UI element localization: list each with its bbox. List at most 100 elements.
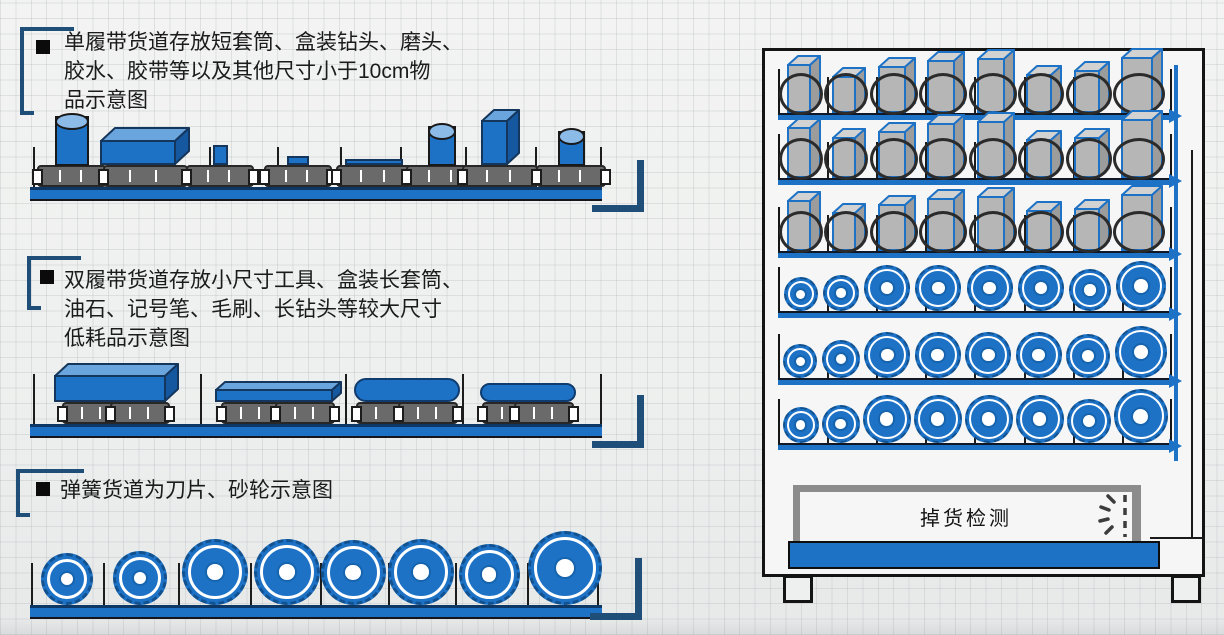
grinding-wheel-icon xyxy=(913,395,962,443)
wheel-center-hole xyxy=(880,348,894,362)
carriage-clip xyxy=(270,406,281,422)
grinding-wheel-icon xyxy=(1066,399,1111,443)
shelf-end-post xyxy=(1170,399,1172,443)
corner-bracket-3 xyxy=(16,469,84,517)
carriage-tick xyxy=(382,170,385,182)
wheel-center-hole xyxy=(1084,284,1096,296)
shelf-box-item xyxy=(1065,128,1112,180)
shelf-wheel-cell xyxy=(966,265,1013,311)
channel-divider xyxy=(388,563,390,605)
carriage-clip xyxy=(509,406,520,422)
shelf-rail xyxy=(778,311,1171,318)
grinding-wheel-icon xyxy=(1066,334,1111,378)
shelf-box-item xyxy=(869,122,918,180)
shelf-box-item xyxy=(1113,48,1166,115)
channel-divider xyxy=(527,563,529,605)
wheel-highlight-ring xyxy=(787,281,814,307)
grinding-wheel-icon xyxy=(1113,389,1168,443)
shelf-wheel-cell xyxy=(913,395,962,443)
inner-guide-line-horizontal xyxy=(1150,537,1205,539)
belt-carriage xyxy=(259,165,337,187)
conveyor-rail xyxy=(30,605,602,619)
shelf-arrow-head xyxy=(1169,174,1182,188)
coil-ring-icon xyxy=(778,211,823,253)
wheel-highlight-ring xyxy=(918,336,957,374)
arrow-collector-line xyxy=(1174,65,1178,461)
coil-ring-icon xyxy=(1065,73,1112,115)
shelf-wheel-cell xyxy=(1116,261,1167,311)
wheel-center-hole xyxy=(880,281,894,295)
note-single-belt: 单履带货道存放短套筒、盒装钻头、磨头、 胶水、胶带等以及其他尺寸小于10cm物 … xyxy=(64,31,463,112)
shelf-wheel-cell xyxy=(914,332,961,378)
shelf-end-post xyxy=(778,399,780,443)
bullet-square-icon-1 xyxy=(36,40,50,54)
channel-divider xyxy=(178,563,180,605)
wheel-highlight-ring xyxy=(119,557,161,599)
shelf-item-row xyxy=(778,106,1169,180)
belt-carriage xyxy=(97,165,193,187)
carriage-tick xyxy=(359,170,362,182)
corner-bracket-2 xyxy=(27,256,81,310)
shelf-box-item xyxy=(824,67,869,115)
grinding-wheel-icon xyxy=(1116,261,1167,311)
shelf-arrow-head xyxy=(1169,307,1182,321)
wheel-center-hole xyxy=(795,420,806,430)
shelf-wheel-cell xyxy=(1066,334,1111,378)
shelf-box-item xyxy=(919,51,968,115)
shelf-box-item xyxy=(1018,65,1065,115)
belt-carriage xyxy=(32,165,112,187)
carriage-tick xyxy=(58,170,61,182)
coil-ring-icon xyxy=(869,138,918,180)
shelf-box-item xyxy=(1065,199,1112,253)
shelf-end-post xyxy=(778,267,780,311)
channel-divider xyxy=(462,374,464,424)
shelf-wheel-cell xyxy=(1114,326,1167,378)
coil-ring-icon xyxy=(968,138,1017,180)
item-long-box xyxy=(53,363,179,407)
carriage-clip xyxy=(97,169,109,185)
item-small-block xyxy=(212,145,228,165)
shelf-box-item xyxy=(1018,201,1065,253)
wheel-center-hole xyxy=(61,573,73,585)
carriage-clip xyxy=(164,406,175,422)
shelf-arrow-head xyxy=(1169,439,1182,453)
channel-divider xyxy=(33,374,35,424)
wheel-center-hole xyxy=(556,559,574,577)
channel-divider xyxy=(103,563,105,605)
wheel-center-hole xyxy=(1082,415,1095,427)
shelf-end-post xyxy=(1170,69,1172,113)
coil-ring-icon xyxy=(869,211,918,253)
shelf-box-item xyxy=(1113,185,1166,253)
belt-carriage xyxy=(181,165,259,187)
shelf-box-item xyxy=(1018,130,1065,180)
carriage-clip xyxy=(181,169,192,185)
shelf-wheel-cell xyxy=(864,265,911,311)
shelf-box-item xyxy=(1065,61,1112,115)
channel-divider xyxy=(31,563,33,605)
belt-carriage xyxy=(105,402,175,424)
shelf-wheel-cell xyxy=(862,395,911,443)
wheel-center-hole xyxy=(983,281,996,295)
wheel-highlight-ring xyxy=(786,411,815,439)
shelf-box-item xyxy=(968,112,1017,180)
wheel-highlight-ring xyxy=(868,336,907,374)
shelf-item-row xyxy=(781,306,1169,378)
conveyor-rail xyxy=(30,424,602,438)
item-cylinder xyxy=(557,128,585,166)
grinding-wheel-icon xyxy=(458,544,520,605)
shelf-wheel-cell xyxy=(1069,269,1112,311)
carriage-clip xyxy=(393,406,404,422)
wheel-center-hole xyxy=(1133,344,1148,360)
wheel-highlight-ring xyxy=(1120,265,1163,307)
grinding-wheel-icon xyxy=(862,395,911,443)
single-belt-illustration xyxy=(0,100,660,220)
grinding-wheel-icon xyxy=(964,395,1013,443)
carriage-clip xyxy=(401,169,412,185)
grinding-wheel-icon xyxy=(821,405,860,443)
carriage-tick xyxy=(293,407,296,419)
shelf-rail xyxy=(778,443,1171,450)
carriage-tick xyxy=(98,407,101,419)
wheel-center-hole xyxy=(879,412,894,426)
carriage-tick xyxy=(532,407,535,419)
grinding-wheel-icon xyxy=(966,265,1013,311)
